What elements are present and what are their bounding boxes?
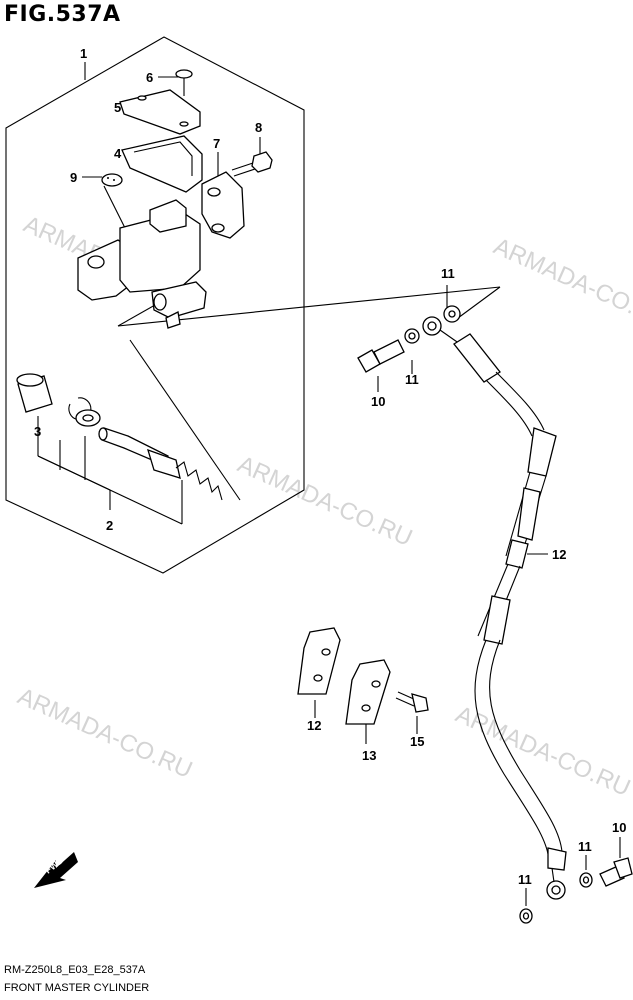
brake-hose	[422, 316, 567, 900]
callout-12: 12	[552, 547, 566, 562]
callout-5: 5	[114, 100, 121, 115]
watermark: ARMADA-CO.RU	[14, 683, 197, 784]
gasket-upper-2	[443, 305, 461, 323]
watermark: ARMADA-CO.RU	[490, 233, 633, 334]
sight-glass	[101, 173, 123, 187]
callout-11: 11	[578, 839, 592, 854]
gasket-upper-1	[404, 328, 420, 344]
gasket-lower-2	[579, 872, 593, 888]
clamp-bolt	[231, 151, 273, 177]
holder-clamp	[201, 171, 245, 239]
watermarks: ARMADA-CO.RU ARMADA-CO.RU ARMADA-CO.RU A…	[14, 211, 633, 802]
callout-14: 13	[362, 748, 376, 763]
callout-3: 3	[34, 424, 41, 439]
callout-11: 11	[441, 266, 455, 281]
callout-15: 15	[410, 734, 424, 749]
footer-code: RM-Z250L8_E03_E28_537A	[4, 964, 146, 976]
assembly-outline	[5, 36, 305, 574]
cap-screw	[175, 69, 193, 96]
fwd-arrow-icon: FWD	[34, 852, 78, 888]
figure-title: FIG.537A	[4, 2, 121, 27]
callout-9: 9	[70, 170, 77, 185]
watermark: ARMADA-CO.RU	[234, 451, 417, 552]
reservoir-plate	[121, 135, 203, 193]
callout-8: 8	[255, 120, 262, 135]
callout-labels: 1 2 3 4 5 6 7 8 9 10 10 13 11 11 11 11 1…	[34, 46, 626, 887]
callout-1: 1	[80, 46, 87, 61]
leader-lines	[37, 62, 621, 906]
callout-10: 10	[371, 394, 385, 409]
callout-6: 6	[146, 70, 153, 85]
callout-7: 7	[213, 136, 220, 151]
callout-2: 2	[106, 518, 113, 533]
guide-bolt	[395, 691, 429, 713]
callout-4: 4	[114, 146, 122, 161]
callout-11: 11	[405, 372, 419, 387]
callout-11: 11	[518, 872, 532, 887]
callout-13: 12	[307, 718, 321, 733]
master-cylinder-body	[77, 199, 207, 329]
piston-assembly	[98, 427, 223, 501]
hose-guide-13	[297, 627, 341, 695]
callout-10: 10	[612, 820, 626, 835]
banjo-bolt-lower	[599, 857, 633, 887]
piston-boot	[16, 373, 53, 413]
footer-name: FRONT MASTER CYLINDER	[4, 982, 150, 994]
banjo-bolt-upper	[357, 339, 405, 373]
reservoir-cap	[119, 89, 201, 135]
hose-guide-14	[345, 659, 391, 725]
gasket-lower-1	[519, 908, 533, 924]
watermark: ARMADA-CO.RU	[452, 701, 633, 802]
piston-washer	[75, 409, 101, 427]
